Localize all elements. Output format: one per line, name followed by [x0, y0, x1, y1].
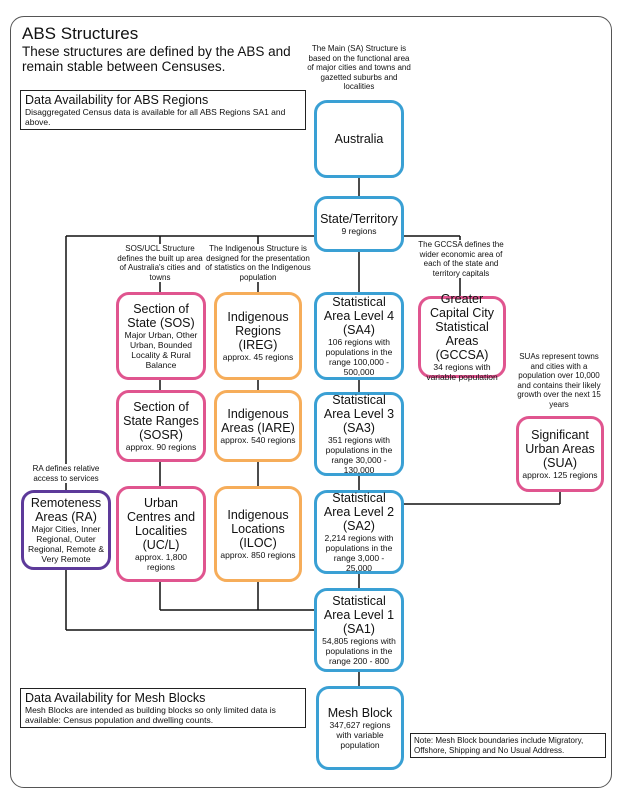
node-mesh-block: Mesh Block 347,627 regions with variable…: [316, 686, 404, 770]
page-subtitle: These structures are defined by the ABS …: [22, 44, 291, 74]
node-ucl-title: Urban Centres and Localities (UC/L): [126, 496, 196, 552]
node-state-sub: 9 regions: [341, 226, 377, 236]
note-sua: SUAs represent towns and cities with a p…: [514, 352, 604, 409]
node-ireg: Indigenous Regions (IREG) approx. 45 reg…: [214, 292, 302, 380]
note-gccsa: The GCCSA defines the wider economic are…: [416, 240, 506, 278]
info-mesh-blocks: Data Availability for Mesh Blocks Mesh B…: [20, 688, 306, 728]
node-sa3-sub: 351 regions with populations in the rang…: [325, 435, 393, 475]
node-mesh-title: Mesh Block: [327, 706, 393, 720]
node-sosr-title: Section of State Ranges (SOSR): [123, 400, 199, 442]
node-sa1-title: Statistical Area Level 1 (SA1): [323, 594, 395, 636]
node-sos-sub: Major Urban, Other Urban, Bounded Locali…: [124, 330, 198, 370]
info-abs-regions: Data Availability for ABS Regions Disagg…: [20, 90, 306, 130]
node-gccsa-sub: 34 regions with variable population: [426, 362, 498, 382]
node-sa2: Statistical Area Level 2 (SA2) 2,214 reg…: [314, 490, 404, 574]
node-ra: Remoteness Areas (RA) Major Cities, Inne…: [21, 490, 111, 570]
node-sua: Significant Urban Areas (SUA) approx. 12…: [516, 416, 604, 492]
node-gccsa: Greater Capital City Statistical Areas (…: [418, 292, 506, 382]
node-sos: Section of State (SOS) Major Urban, Othe…: [116, 292, 206, 380]
node-australia: Australia: [314, 100, 404, 178]
node-sa3-title: Statistical Area Level 3 (SA3): [323, 393, 395, 435]
node-iloc-sub: approx. 850 regions: [220, 550, 296, 560]
node-gccsa-title: Greater Capital City Statistical Areas (…: [430, 292, 494, 362]
note-sos: SOS/UCL Structure defines the built up a…: [113, 244, 207, 282]
node-iloc-title: Indigenous Locations (ILOC): [227, 508, 289, 550]
note-indigenous: The Indigenous Structure is designed for…: [204, 244, 312, 282]
diagram-frame: [10, 16, 612, 788]
node-ucl-sub: approx. 1,800 regions: [135, 552, 187, 572]
node-iare-title: Indigenous Areas (IARE): [221, 407, 295, 435]
node-australia-title: Australia: [334, 132, 384, 146]
node-sa2-title: Statistical Area Level 2 (SA2): [323, 491, 395, 533]
node-sua-sub: approx. 125 regions: [522, 470, 598, 480]
info-mesh-heading: Data Availability for Mesh Blocks: [25, 691, 206, 705]
info-abs-text: Disaggregated Census data is available f…: [25, 107, 286, 127]
node-sa4: Statistical Area Level 4 (SA4) 106 regio…: [314, 292, 404, 380]
node-ra-title: Remoteness Areas (RA): [30, 496, 102, 524]
node-state-title: State/Territory: [320, 212, 398, 226]
node-ucl: Urban Centres and Localities (UC/L) appr…: [116, 486, 206, 582]
node-ireg-title: Indigenous Regions (IREG): [227, 310, 289, 352]
note-ra: RA defines relative access to services: [27, 464, 105, 483]
page-title: ABS Structures: [22, 24, 139, 43]
node-sosr: Section of State Ranges (SOSR) approx. 9…: [116, 390, 206, 462]
node-sosr-sub: approx. 90 regions: [125, 442, 197, 452]
info-abs-heading: Data Availability for ABS Regions: [25, 93, 209, 107]
node-ireg-sub: approx. 45 regions: [222, 352, 294, 362]
node-sa2-sub: 2,214 regions with populations in the ra…: [324, 533, 394, 573]
node-mesh-sub: 347,627 regions with variable population: [329, 720, 391, 750]
node-sa4-sub: 106 regions with populations in the rang…: [325, 337, 393, 377]
node-iloc: Indigenous Locations (ILOC) approx. 850 …: [214, 486, 302, 582]
note-mesh: Note: Mesh Block boundaries include Migr…: [410, 733, 606, 758]
node-sua-title: Significant Urban Areas (SUA): [525, 428, 595, 470]
node-sos-title: Section of State (SOS): [127, 302, 195, 330]
node-state-territory: State/Territory 9 regions: [314, 196, 404, 252]
node-sa1-sub: 54,805 regions with populations in the r…: [322, 636, 396, 666]
node-iare-sub: approx. 540 regions: [220, 435, 296, 445]
node-sa3: Statistical Area Level 3 (SA3) 351 regio…: [314, 392, 404, 476]
note-main-structure: The Main (SA) Structure is based on the …: [306, 44, 412, 92]
node-iare: Indigenous Areas (IARE) approx. 540 regi…: [214, 390, 302, 462]
node-ra-sub: Major Cities, Inner Regional, Outer Regi…: [27, 524, 105, 564]
node-sa4-title: Statistical Area Level 4 (SA4): [323, 295, 395, 337]
node-sa1: Statistical Area Level 1 (SA1) 54,805 re…: [314, 588, 404, 672]
info-mesh-text: Mesh Blocks are intended as building blo…: [25, 705, 276, 725]
